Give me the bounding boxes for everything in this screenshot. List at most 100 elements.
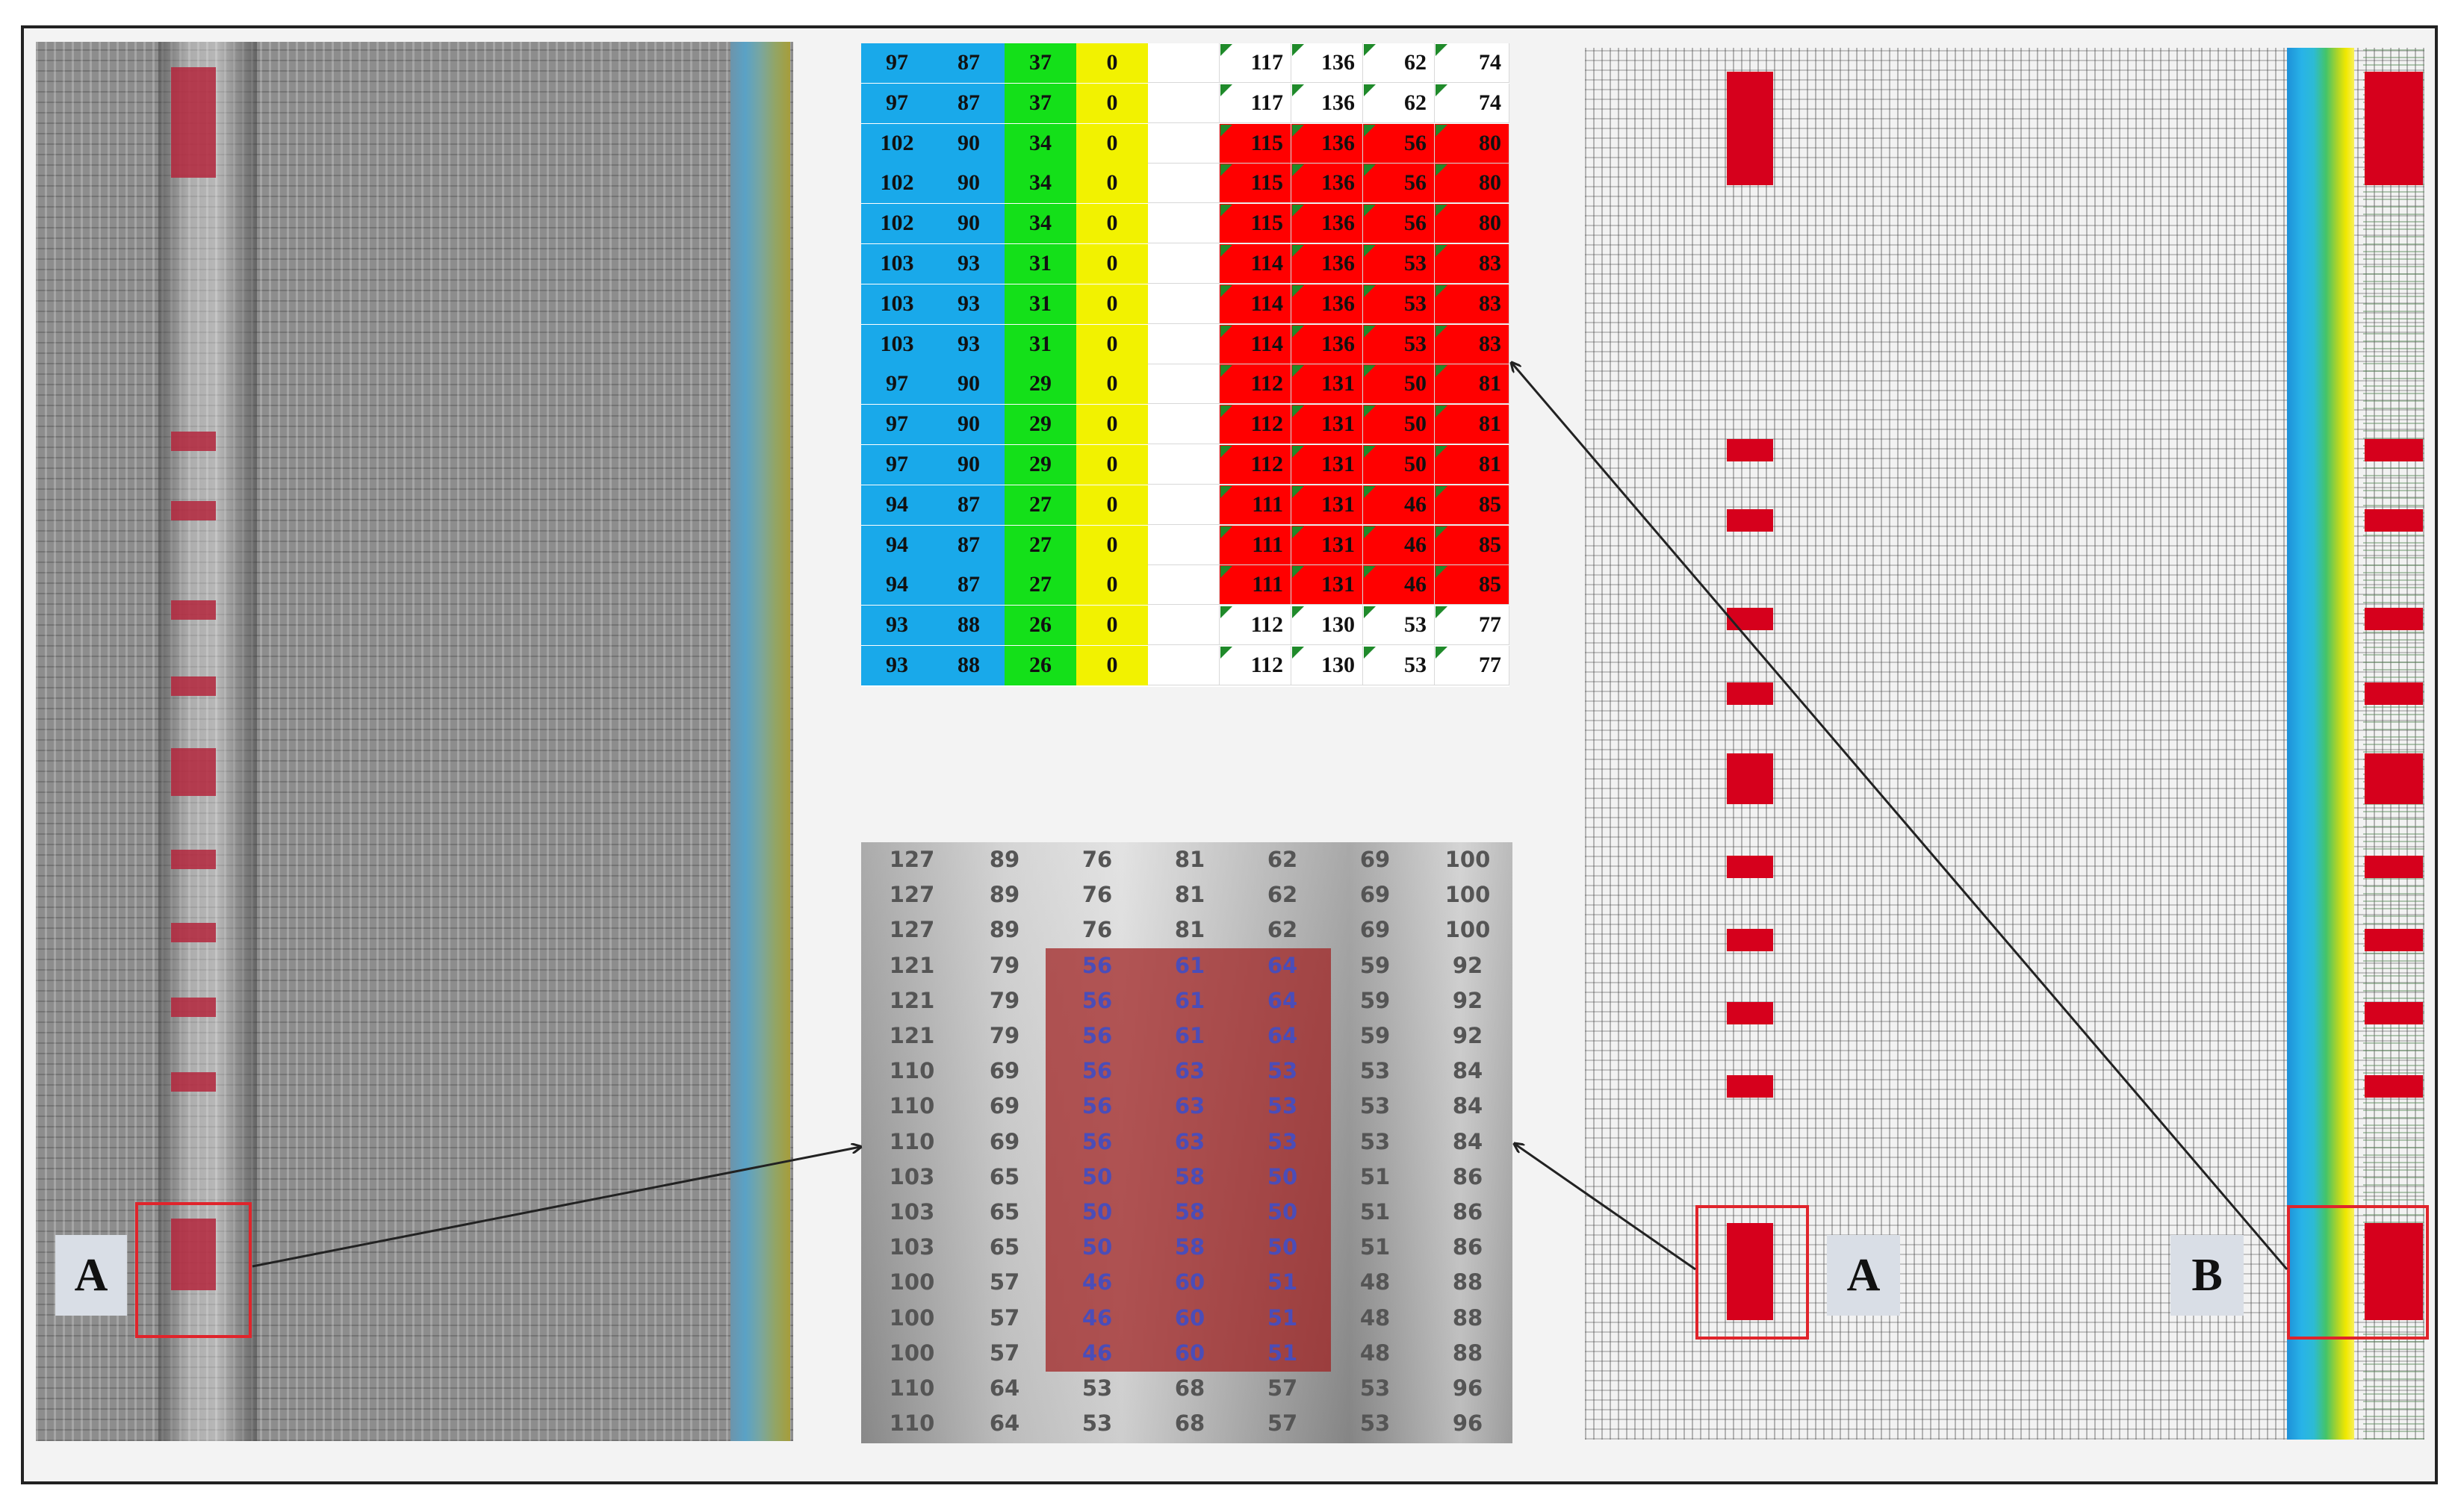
table-cell: 50 <box>1363 364 1435 405</box>
cell-value: 83 <box>1479 251 1501 276</box>
cell-value: 136 <box>1321 211 1355 236</box>
table-cell: 69 <box>1359 847 1391 872</box>
table-cell: 56 <box>1081 987 1113 1013</box>
cell-value: 88 <box>958 612 980 638</box>
cell-value: 94 <box>886 491 908 517</box>
table-cell: 79 <box>989 1023 1020 1048</box>
table-cell: 112 <box>1220 405 1291 445</box>
cell-value: 74 <box>1479 90 1501 115</box>
cell-value: 56 <box>1404 170 1427 196</box>
table-cell: 97 <box>861 83 933 123</box>
cell-flag <box>1220 647 1232 659</box>
table-cell: 64 <box>989 1410 1020 1437</box>
table-cell: 110 <box>889 1410 935 1437</box>
cell-value: 136 <box>1321 290 1355 316</box>
cell-flag <box>1364 325 1376 337</box>
cell-value: 114 <box>1250 251 1283 276</box>
cell-flag <box>1292 164 1304 177</box>
cell-value: 112 <box>1250 612 1283 638</box>
cell-value: 80 <box>1479 211 1501 236</box>
table-cell: 74 <box>1435 43 1509 83</box>
cell-value: 90 <box>958 130 980 155</box>
table-cell: 96 <box>1452 1410 1483 1437</box>
table-cell: 87 <box>933 83 1005 123</box>
cell-flag <box>1436 164 1447 177</box>
table-cell: 26 <box>1005 646 1076 685</box>
cell-value: 0 <box>1106 532 1118 557</box>
selection-box-a-left <box>135 1202 252 1338</box>
table-cell: 53 <box>1359 1058 1391 1084</box>
cell-flag <box>1292 325 1304 337</box>
cell-value: 90 <box>958 371 980 396</box>
table-cell: 53 <box>1363 646 1435 685</box>
cell-value: 102 <box>880 170 914 196</box>
table-cell: 53 <box>1359 1375 1391 1401</box>
table-cell: 37 <box>1005 83 1076 123</box>
cell-flag <box>1292 365 1304 378</box>
table-cell: 34 <box>1005 123 1076 164</box>
cell-value: 87 <box>958 572 980 597</box>
table-cell: 31 <box>1005 284 1076 324</box>
cell-flag <box>1364 606 1376 619</box>
cell-value: 0 <box>1106 290 1118 316</box>
table-cell: 29 <box>1005 445 1076 485</box>
selection-box-b <box>2287 1205 2429 1340</box>
table-cell: 130 <box>1291 646 1363 685</box>
cell-flag <box>1220 284 1232 297</box>
table-cell: 46 <box>1081 1269 1113 1295</box>
table-cell <box>1148 43 1220 83</box>
label-b: B <box>2170 1235 2244 1316</box>
table-cell: 56 <box>1081 1093 1113 1119</box>
table-cell: 51 <box>1267 1340 1298 1366</box>
cell-flag <box>1292 245 1304 257</box>
table-cell: 87 <box>933 485 1005 525</box>
table-cell: 65 <box>989 1163 1020 1189</box>
table-cell: 57 <box>1267 1375 1298 1401</box>
table-cell: 97 <box>861 364 933 405</box>
table-cell: 97 <box>861 445 933 485</box>
table-cell: 80 <box>1435 123 1509 164</box>
cell-value: 112 <box>1250 411 1283 437</box>
cell-value: 85 <box>1479 491 1501 517</box>
cell-flag <box>1436 446 1447 458</box>
table-cell: 100 <box>1444 847 1491 872</box>
defect-mark <box>171 850 216 869</box>
cell-flag <box>1292 44 1304 56</box>
cell-value: 0 <box>1106 251 1118 276</box>
table-cell: 121 <box>889 1023 935 1048</box>
cell-value: 97 <box>886 411 908 437</box>
table-cell: 56 <box>1363 204 1435 244</box>
table-cell: 115 <box>1220 204 1291 244</box>
cell-value: 53 <box>1404 290 1427 316</box>
table-cell: 90 <box>933 364 1005 405</box>
cell-value: 111 <box>1252 572 1283 597</box>
cell-flag <box>1292 205 1304 217</box>
cell-flag <box>1436 405 1447 418</box>
cell-value: 131 <box>1321 452 1355 476</box>
cell-value: 94 <box>886 532 908 557</box>
cell-value: 136 <box>1321 90 1355 115</box>
cell-value: 0 <box>1106 211 1118 236</box>
cell-flag <box>1364 647 1376 659</box>
defect-mark <box>1727 1075 1773 1098</box>
table-cell: 62 <box>1267 882 1298 908</box>
defect-mark <box>1727 509 1773 532</box>
cell-value: 0 <box>1106 371 1118 396</box>
table-cell: 53 <box>1081 1375 1113 1401</box>
table-cell: 90 <box>933 164 1005 204</box>
table-cell <box>1148 83 1220 123</box>
table-cell: 110 <box>889 1375 935 1401</box>
cell-value: 97 <box>886 90 908 115</box>
table-cell <box>1148 324 1220 364</box>
table-cell: 81 <box>1435 405 1509 445</box>
cell-value: 93 <box>958 331 980 356</box>
table-cell: 94 <box>861 565 933 606</box>
cell-value: 27 <box>1029 532 1052 557</box>
defect-mark <box>2365 682 2423 705</box>
cell-flag <box>1220 205 1232 217</box>
defect-mark <box>2365 753 2423 804</box>
table-cell: 112 <box>1220 606 1291 646</box>
defect-mark <box>1727 682 1773 705</box>
scanned-column <box>158 42 257 1441</box>
cell-value: 26 <box>1029 653 1052 677</box>
